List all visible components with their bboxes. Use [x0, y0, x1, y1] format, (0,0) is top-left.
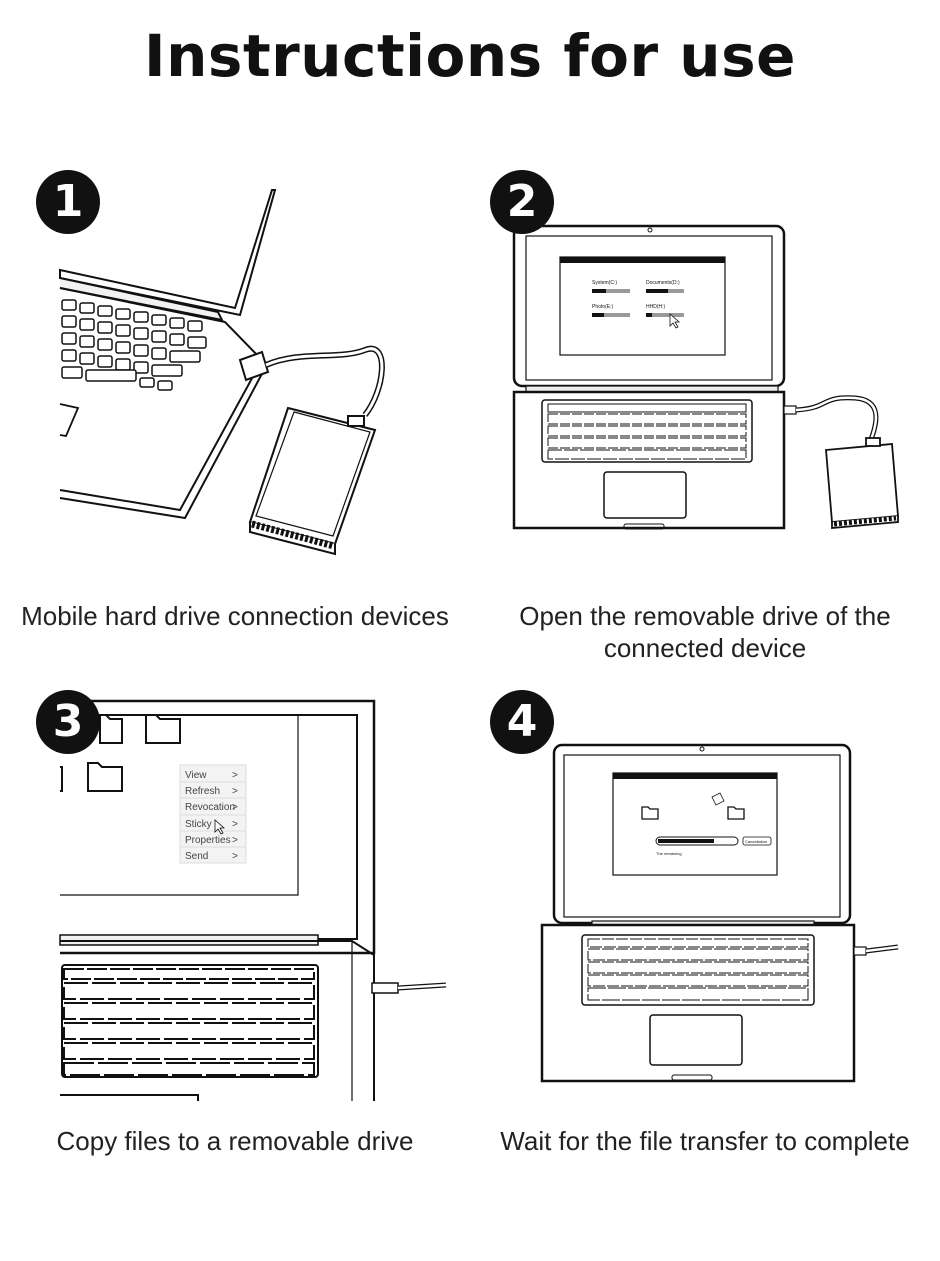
cursor-icon: [214, 819, 226, 835]
svg-text:>: >: [232, 770, 238, 781]
step-3-caption: Copy files to a removable drive: [56, 1126, 414, 1156]
keyboard: [547, 403, 747, 460]
menu-item-properties[interactable]: Properties: [185, 835, 231, 846]
laptop-open-drive-illustration: System(C:) Documents(D:) Photo(E:) HHD(H…: [512, 224, 899, 530]
svg-text:>: >: [232, 786, 238, 797]
touchpad: [603, 471, 687, 519]
menu-item-view[interactable]: View: [185, 770, 207, 781]
progress-bar-fill: [658, 839, 714, 843]
step-1-panel: 1 Mobile hard drive connect: [0, 160, 470, 680]
laptop-file-transfer-illustration: Cancellation The remaining: [540, 743, 899, 1083]
hard-drive: [248, 406, 377, 556]
step-1-badge: 1: [36, 170, 100, 234]
keyboard: [61, 964, 319, 1078]
folder-icon: [641, 806, 745, 820]
svg-text:>: >: [232, 819, 238, 830]
svg-text:>: >: [232, 802, 238, 813]
touchpad: [649, 1014, 743, 1066]
drive-label-c[interactable]: System(C:): [592, 280, 617, 286]
svg-text:>: >: [232, 835, 238, 846]
page-title: Instructions for use: [144, 22, 796, 90]
keyboard: [61, 299, 207, 391]
step-3-badge: 3: [36, 690, 100, 754]
step-4-panel: 4 Cancellation The remaining: [470, 685, 940, 1205]
step-4-caption: Wait for the file transfer to complete: [500, 1126, 910, 1156]
laptop-with-drive-illustration: [59, 189, 385, 556]
cancel-button[interactable]: Cancellation: [745, 839, 767, 844]
context-menu: View > Refresh > Revocation > Sticky > P…: [179, 764, 247, 864]
menu-item-revocation[interactable]: Revocation: [185, 802, 235, 813]
drive-label-d[interactable]: Documents(D:): [646, 280, 680, 286]
step-2-panel: 2 System(C:) Documents(D:) Photo(E:) HHD…: [470, 160, 940, 680]
step-4-badge: 4: [490, 690, 554, 754]
step-2-badge: 2: [490, 170, 554, 234]
step-1-caption: Mobile hard drive connection devices: [21, 601, 449, 631]
folder-icon: [60, 714, 181, 792]
drive-label-h[interactable]: HHD(H:): [646, 304, 665, 310]
step-3-panel: 3 View > Refresh > Revocation > Sticky >: [0, 685, 470, 1205]
file-icon: [711, 792, 725, 806]
hard-drive: [825, 437, 899, 529]
transfer-status: The remaining: [656, 851, 682, 856]
laptop-context-menu-illustration: View > Refresh > Revocation > Sticky > P…: [59, 699, 447, 1101]
keyboard: [587, 938, 809, 1001]
menu-item-send[interactable]: Send: [185, 851, 208, 862]
cursor-icon: [669, 313, 681, 329]
drive-label-e[interactable]: Photo(E:): [592, 304, 613, 310]
menu-item-sticky[interactable]: Sticky: [185, 819, 212, 830]
step-2-caption: Open the removable drive of the connecte…: [519, 601, 891, 663]
svg-text:>: >: [232, 851, 238, 862]
menu-item-refresh[interactable]: Refresh: [185, 786, 220, 797]
